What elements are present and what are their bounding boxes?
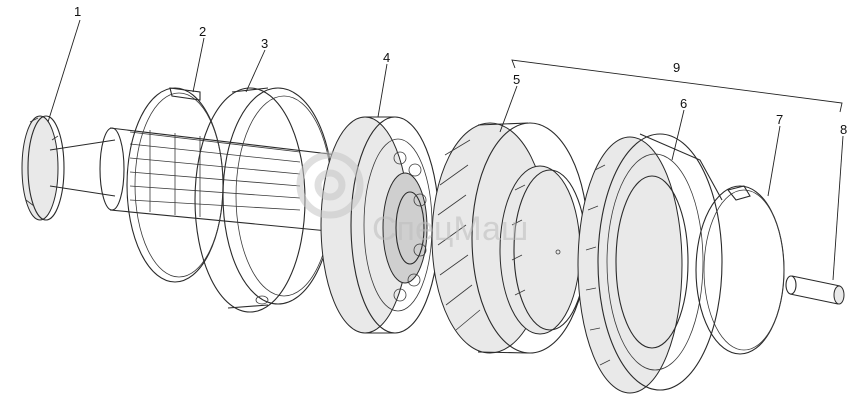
- callout-6: 6: [680, 96, 687, 111]
- callout-9: 9: [673, 60, 680, 75]
- leader-lines: [47, 19, 844, 281]
- group-bracket-9: [511, 59, 843, 113]
- callout-7: 7: [776, 112, 783, 127]
- callout-4: 4: [383, 50, 390, 65]
- callout-8: 8: [840, 122, 847, 137]
- watermark-text: СпецМаш: [372, 210, 528, 248]
- watermark: СпецМаш: [296, 151, 528, 248]
- part-3-ring: [194, 87, 334, 313]
- callout-labels: 1 2 3 4 5 6 7 8 9: [74, 4, 847, 137]
- part-5-helical-gear: [431, 122, 589, 354]
- part-8-pin: [785, 275, 845, 305]
- part-6-synchro-ring: [577, 133, 723, 394]
- part-7-snap-ring: [695, 185, 785, 355]
- callout-2: 2: [199, 24, 206, 39]
- callout-3: 3: [261, 36, 268, 51]
- callout-1: 1: [74, 4, 81, 19]
- part-4-bearing: [320, 116, 440, 334]
- callout-5: 5: [513, 72, 520, 87]
- watermark-gear-icon: [296, 151, 364, 219]
